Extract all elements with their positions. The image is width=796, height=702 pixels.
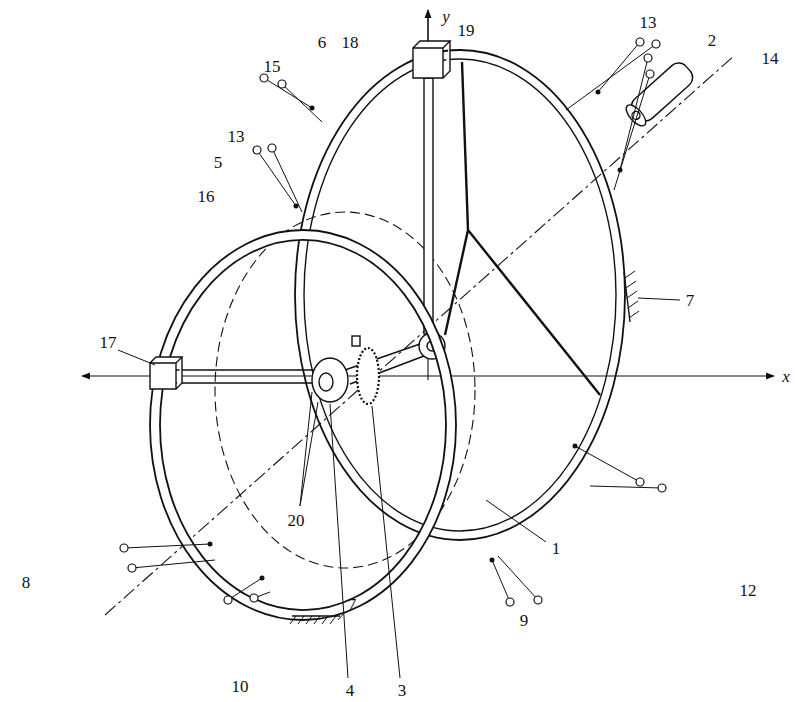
- callout-number: 12: [740, 582, 757, 599]
- callout-number: 7: [686, 292, 695, 309]
- callout-number: 13: [640, 14, 657, 31]
- callout-number: 7: [348, 596, 357, 613]
- electrode-lead: [118, 42, 680, 678]
- ring-spoke: [445, 62, 600, 395]
- shaft: [345, 344, 424, 384]
- callout-number: 19: [458, 22, 475, 39]
- back-ring: [295, 50, 625, 540]
- callout-number: 1: [552, 540, 561, 557]
- callout-number: 14: [762, 50, 779, 67]
- x-axis: [180, 375, 774, 376]
- callout-number: 2: [708, 32, 717, 49]
- force-arrow: [82, 375, 150, 376]
- callout-number: 16: [198, 188, 215, 205]
- front-hub: [312, 358, 348, 402]
- callout-number: 5: [214, 154, 223, 171]
- callout-number: 20: [288, 512, 305, 529]
- callout-number: 6: [318, 34, 327, 51]
- force-sensor-box: [150, 357, 182, 389]
- force-arrow: [427, 12, 428, 41]
- gear: [357, 348, 379, 404]
- callout-number: 4: [346, 682, 355, 699]
- hub-bore: [319, 373, 333, 391]
- back-ring-inner: [304, 59, 616, 531]
- callout-number: 3: [398, 682, 407, 699]
- electrode-terminal: [120, 38, 666, 606]
- callout-number: 10: [232, 678, 249, 695]
- callout-number: 13: [228, 128, 245, 145]
- force-sensor-box: [413, 41, 450, 78]
- electrode-dot: [208, 90, 623, 581]
- motor: [623, 59, 697, 129]
- ground-hatch: [290, 271, 639, 624]
- callout-number: 17: [100, 334, 117, 351]
- set-screw: [352, 336, 360, 346]
- callout-number: 18: [342, 34, 359, 51]
- axis-label: x: [782, 368, 790, 385]
- callout-number: 8: [22, 574, 31, 591]
- axis-label: y: [442, 8, 450, 25]
- horizontal-rod: [176, 370, 318, 383]
- vertical-rod: [424, 78, 433, 334]
- callout-number: 9: [520, 612, 529, 629]
- callout-number: 15: [264, 58, 281, 75]
